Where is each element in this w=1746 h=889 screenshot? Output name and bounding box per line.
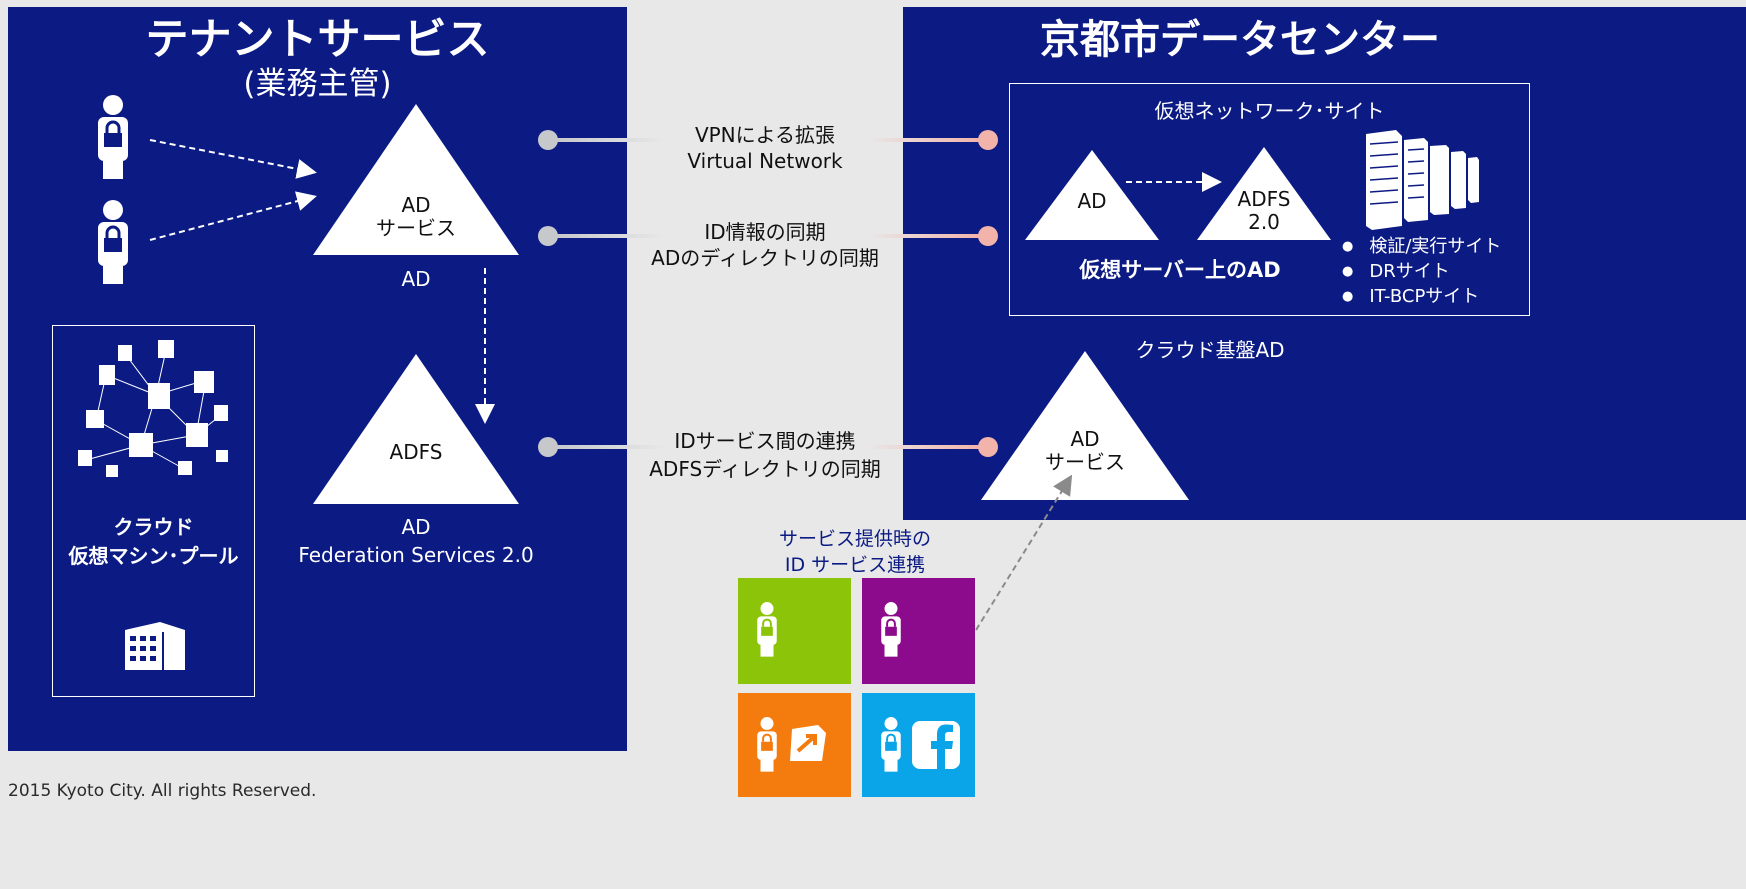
vm-caption: 仮想サーバー上のAD <box>1079 258 1281 282</box>
facebook-icon <box>912 721 960 769</box>
bullet-item: DRサイト <box>1342 260 1501 285</box>
adfs-caption-2: Federation Services 2.0 <box>298 543 534 567</box>
tenant-services-subtitle: (業務主管) <box>243 66 392 102</box>
vm-adfs-label: ADFS 2.0 <box>1237 187 1291 234</box>
vm-pool-label-2: 仮想マシン･プール <box>68 544 239 568</box>
adfs-label: ADFS <box>389 440 443 464</box>
kyoto-datacenter-title: 京都市データセンター <box>1040 17 1440 63</box>
federation-label-2: ADFSディレクトリの同期 <box>649 457 881 481</box>
ad-service-label: AD サービス <box>376 193 456 240</box>
connector-id-federation <box>538 437 998 457</box>
vm-sync-arrow <box>1126 172 1222 192</box>
virtual-network-site-title: 仮想ネットワーク･サイト <box>1154 99 1385 123</box>
share-icon <box>790 725 826 761</box>
user-share-icon <box>757 717 777 772</box>
services-caption-2: ID サービス連携 <box>784 554 926 576</box>
service-tile-green <box>738 578 851 684</box>
vm-pool-label-1: クラウド <box>113 515 194 539</box>
service-tile-blue <box>862 693 975 797</box>
vm-ad-label: AD <box>1077 189 1107 213</box>
ad-service-triangle <box>313 104 519 255</box>
user-lock-icon <box>98 95 128 179</box>
user-lock-icon <box>881 717 901 772</box>
bullet-item: IT-BCPサイト <box>1342 285 1501 310</box>
services-to-cloud-ad-arrow <box>975 474 1073 631</box>
adfs-caption-1: AD <box>401 515 431 539</box>
user-lock-icon <box>881 602 901 657</box>
vm-adfs-triangle <box>1197 147 1331 240</box>
connector-vpn <box>538 130 998 150</box>
user-lock-icon <box>757 602 777 657</box>
vm-ad-triangle <box>1025 150 1159 240</box>
bullet-item: 検証/実行サイト <box>1342 235 1501 260</box>
auth-arrows <box>149 139 495 424</box>
connector-id-sync <box>538 226 998 246</box>
copyright-footer: 2015 Kyoto City. All rights Reserved. <box>8 781 317 801</box>
vm-network-icon <box>78 340 228 477</box>
services-caption-1: サービス提供時の <box>778 528 931 550</box>
cloud-vm-pool-box <box>52 325 255 697</box>
user-lock-icon <box>98 200 128 284</box>
cloud-ad-triangle <box>981 351 1189 500</box>
service-tile-orange <box>738 693 851 797</box>
vpn-label-1: VPNによる拡張 <box>694 123 836 147</box>
id-sync-label-2: ADのディレクトリの同期 <box>651 246 879 270</box>
server-rack-icon <box>1366 130 1479 230</box>
federation-label-1: IDサービス間の連携 <box>674 429 856 453</box>
virtual-network-site-box <box>1009 83 1530 316</box>
tenant-services-title: テナントサービス <box>145 15 490 65</box>
building-icon <box>125 622 185 670</box>
site-bullet-list: 検証/実行サイト DRサイト IT-BCPサイト <box>1342 235 1501 310</box>
ad-caption: AD <box>401 267 431 291</box>
vpn-label-2: Virtual Network <box>687 149 843 173</box>
cloud-ad-label: AD サービス <box>1045 427 1125 474</box>
service-tile-purple <box>862 578 975 684</box>
id-sync-label-1: ID情報の同期 <box>704 220 826 244</box>
adfs-triangle <box>313 354 519 504</box>
